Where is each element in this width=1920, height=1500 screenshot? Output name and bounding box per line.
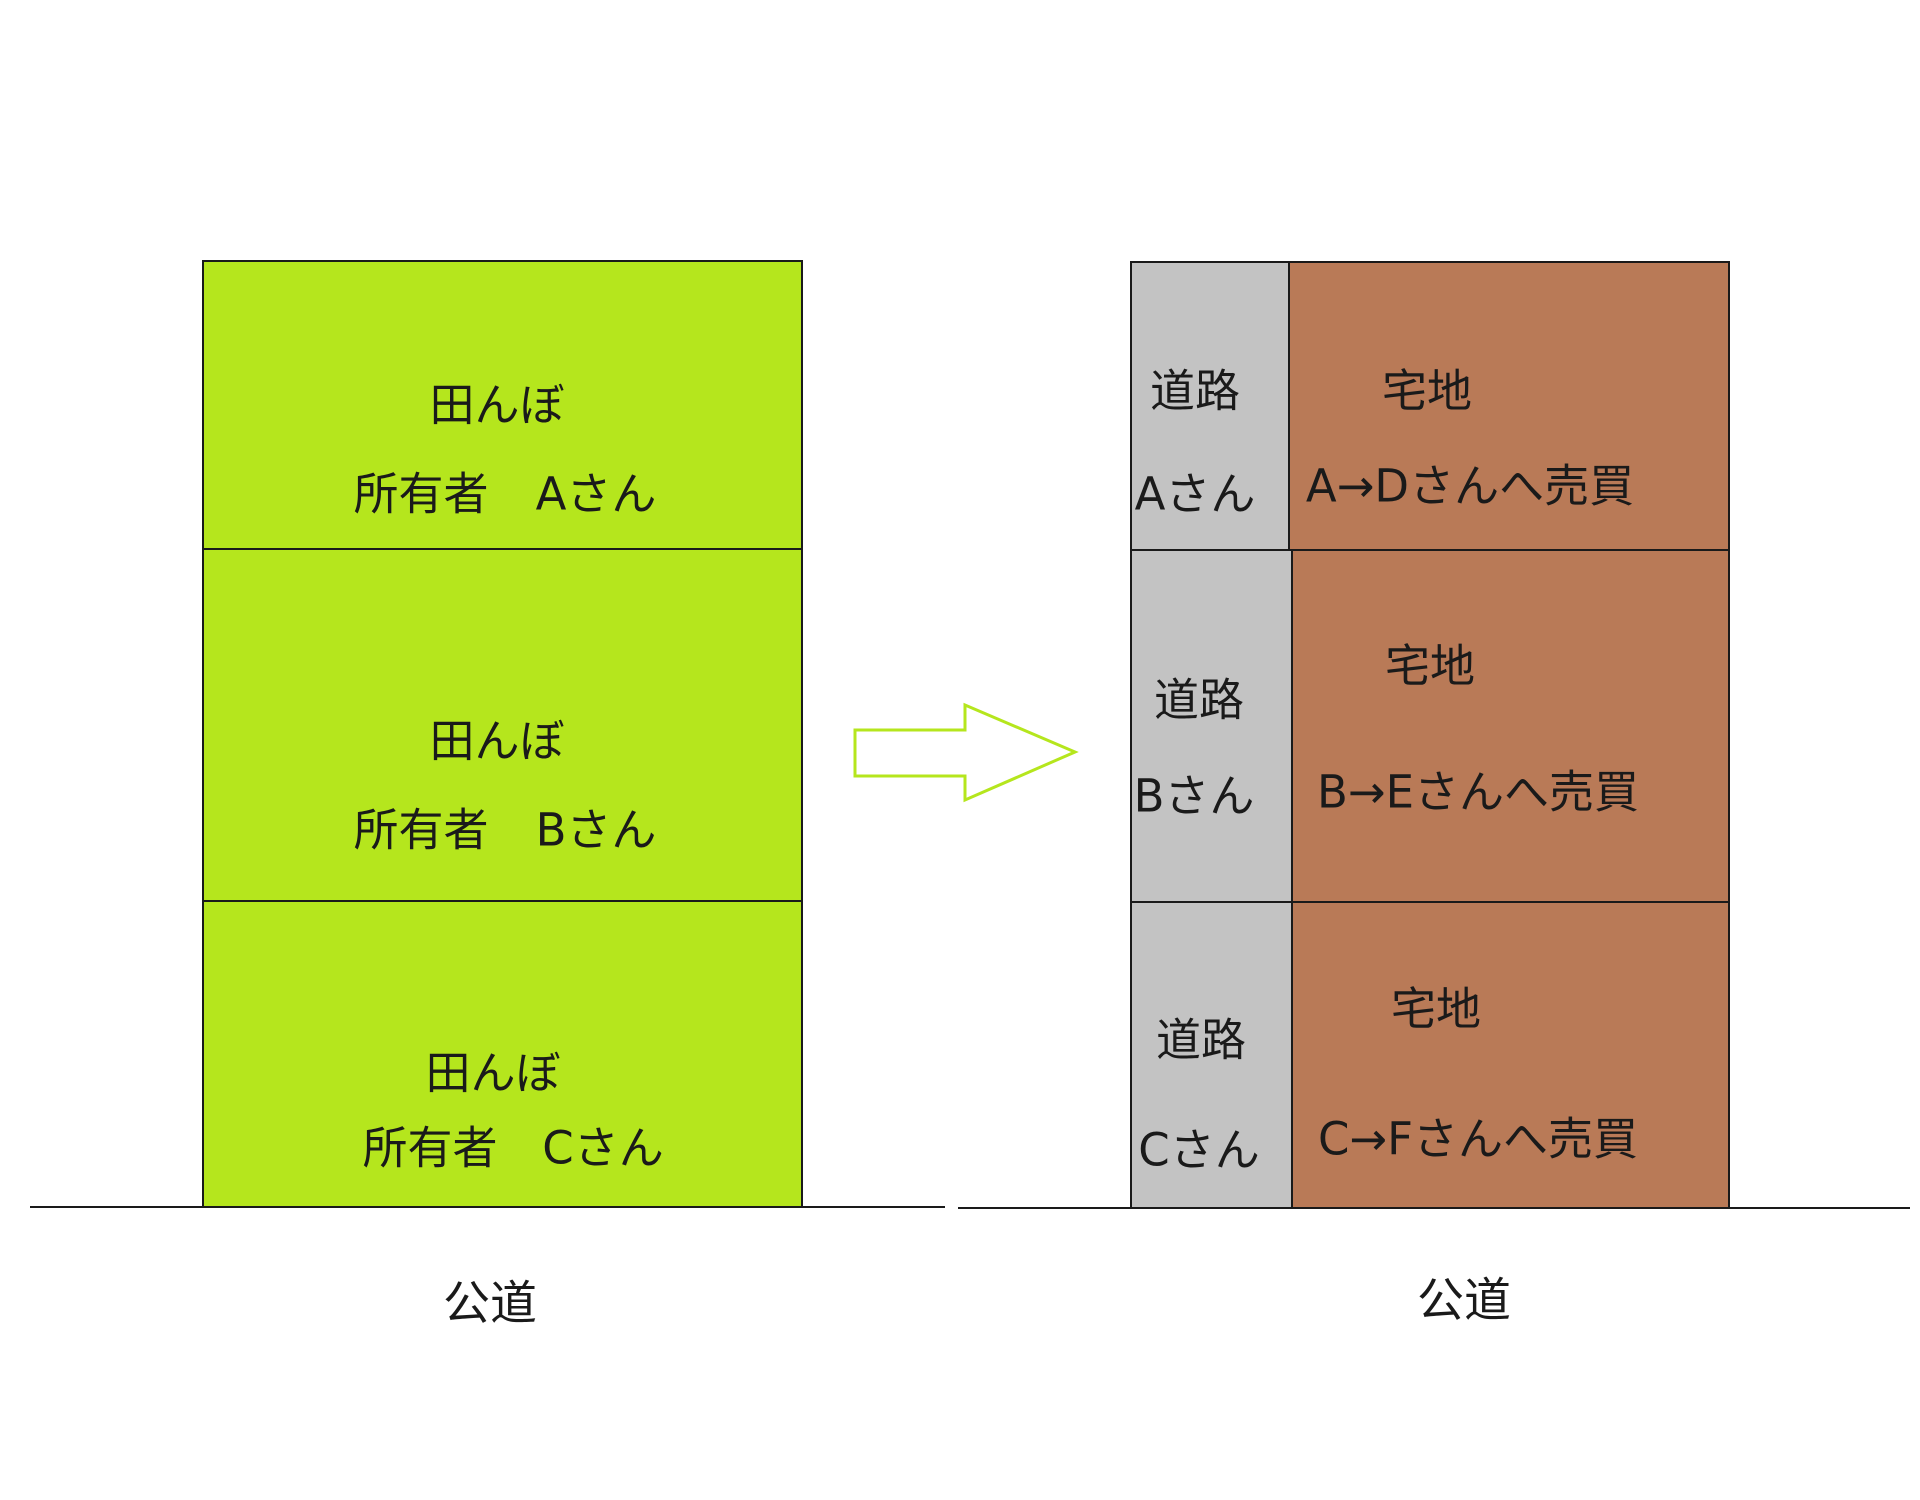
after-lot-f-label: 宅地 (1390, 982, 1482, 1036)
after-lot-e (1291, 549, 1730, 903)
before-parcel-c-owner: Cさん (542, 1121, 664, 1175)
before-parcel-b-owner-label: 所有者 (353, 803, 489, 857)
right-arrow-icon (853, 702, 1079, 803)
after-lot-d-label: 宅地 (1381, 364, 1473, 418)
after-road-b-owner: Bさん (1133, 769, 1255, 823)
before-parcel-a-owner-label: 所有者 (353, 467, 489, 521)
before-parcel-a-land-use: 田んぼ (429, 378, 565, 432)
after-road-b-label: 道路 (1153, 673, 1245, 727)
after-road-c-owner: Cさん (1138, 1123, 1260, 1177)
after-lot-d (1288, 261, 1730, 551)
before-parcel-c-land-use: 田んぼ (425, 1046, 561, 1100)
after-lot-e-sale: B→Eさんへ売買 (1316, 765, 1640, 819)
before-parcel-b-land-use: 田んぼ (429, 714, 565, 768)
after-road-a-label: 道路 (1149, 364, 1241, 418)
after-street-line (958, 1207, 1910, 1209)
after-street-label: 公道 (1417, 1273, 1511, 1329)
after-road-b (1130, 549, 1293, 903)
before-street-label: 公道 (443, 1276, 537, 1332)
after-lot-f (1291, 901, 1730, 1209)
after-road-c (1130, 901, 1293, 1209)
before-parcel-b (202, 548, 803, 902)
after-lot-e-label: 宅地 (1384, 639, 1476, 693)
before-street-line (30, 1206, 945, 1208)
after-lot-f-sale: C→Fさんへ売買 (1317, 1112, 1639, 1166)
after-lot-d-sale: A→Dさんへ売買 (1305, 459, 1635, 513)
before-parcel-c-owner-label: 所有者 (362, 1121, 498, 1175)
before-parcel-a (202, 260, 803, 550)
after-road-a-owner: Aさん (1134, 467, 1256, 521)
before-parcel-a-owner: Aさん (535, 467, 657, 521)
before-parcel-b-owner: Bさん (535, 803, 657, 857)
after-road-c-label: 道路 (1155, 1013, 1247, 1067)
